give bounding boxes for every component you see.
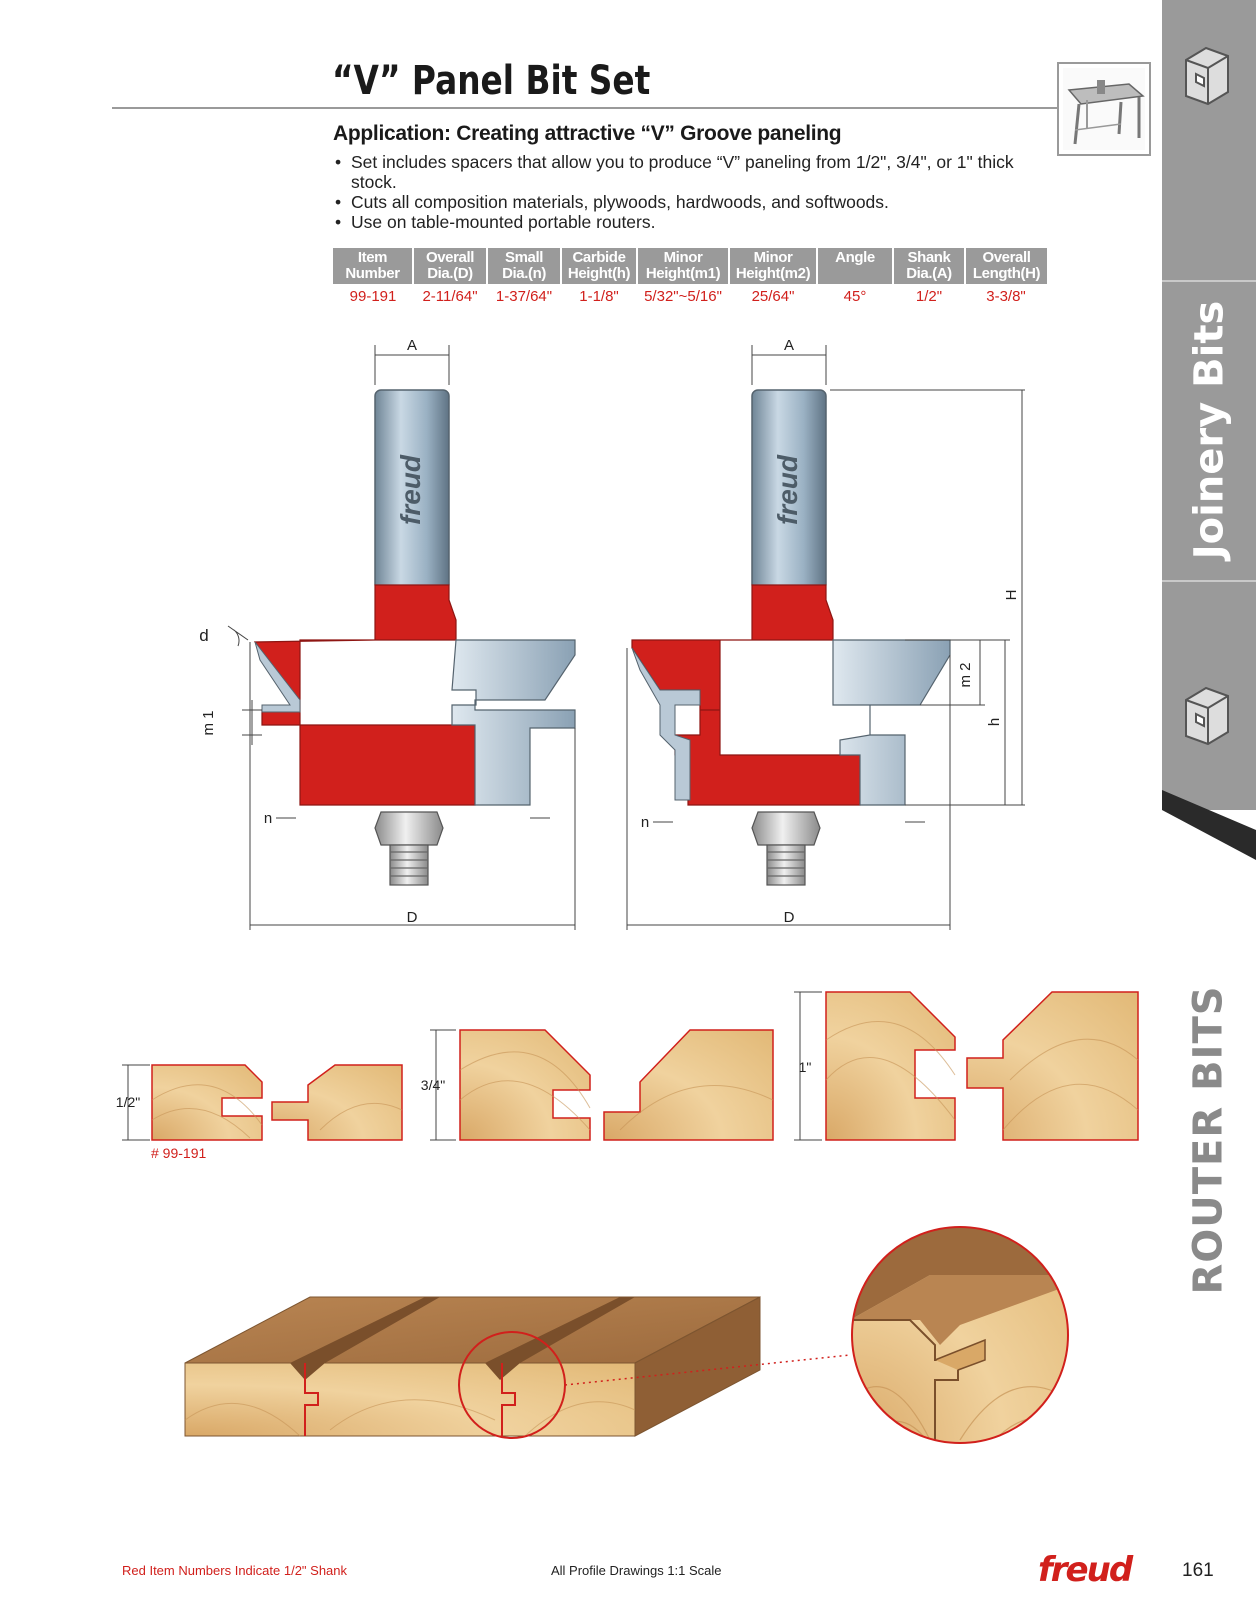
shank-logo: freud bbox=[395, 454, 426, 525]
table-cell: 3-3/8" bbox=[986, 288, 1026, 305]
carbide-cutter bbox=[451, 639, 576, 806]
dimension-label: A bbox=[784, 337, 794, 354]
bearing-nut bbox=[751, 811, 821, 846]
brand-logo: freud bbox=[1038, 1550, 1133, 1590]
dimension-label: m 2 bbox=[957, 662, 974, 687]
list-item: Cuts all composition materials, plywoods… bbox=[333, 192, 1053, 212]
table-cell: 5/32"~5/16" bbox=[644, 288, 722, 305]
bearing-nut bbox=[374, 811, 444, 846]
sidebar-section-label: Joinery Bits bbox=[1186, 300, 1233, 560]
router-bit-drawing: freud A D n H h m 2 bbox=[626, 337, 1025, 930]
shank-note: Red Item Numbers Indicate 1/2" Shank bbox=[122, 1563, 348, 1578]
dimension-label: h bbox=[986, 718, 1003, 726]
arbor-thread bbox=[766, 844, 806, 886]
dimension-label: D bbox=[784, 909, 795, 926]
table-cell: 1-37/64" bbox=[495, 288, 553, 305]
profile-three-quarter-inch: 3/4" bbox=[421, 1029, 774, 1141]
joint-detail bbox=[852, 1227, 1068, 1443]
dimension-label: n bbox=[264, 810, 272, 827]
profile-one-inch: 1" bbox=[794, 991, 1139, 1141]
column-header: Angle bbox=[817, 248, 894, 284]
router-table-thumbnail bbox=[1057, 62, 1151, 156]
page-number: 161 bbox=[1182, 1560, 1214, 1581]
dimension-label: d bbox=[199, 626, 208, 645]
item-number-label: # 99-191 bbox=[151, 1145, 206, 1161]
sidebar-category-label: ROUTER BITS bbox=[1186, 985, 1232, 1295]
profile-drawings: 1/2" # 99-191 3/4" 1" bbox=[116, 991, 1139, 1161]
list-item: Use on table-mounted portable routers. bbox=[333, 212, 1053, 232]
table-cell: 99-191 bbox=[349, 288, 397, 305]
sidebar-divider bbox=[1162, 580, 1256, 582]
thickness-label: 3/4" bbox=[421, 1077, 445, 1093]
dimension-label: A bbox=[407, 337, 417, 354]
title-rule bbox=[112, 107, 1057, 109]
sidebar: Joinery Bits ROUTER BITS bbox=[1162, 0, 1256, 1612]
table-cell: 1/2" bbox=[915, 288, 943, 305]
panel-assembly-illustration bbox=[184, 1226, 1069, 1444]
router-bit-drawing: freud A D n d m 1 bbox=[199, 337, 576, 930]
table-cell: 2-11/64" bbox=[422, 288, 478, 305]
thickness-label: 1" bbox=[799, 1059, 812, 1075]
carbide-cutter bbox=[832, 639, 951, 806]
detail-magnifier-circle bbox=[851, 1226, 1069, 1444]
table-row: 99-191 2-11/64" 1-37/64" 1-1/8" 5/32"~5/… bbox=[333, 284, 1047, 305]
dimension-label: D bbox=[407, 909, 418, 926]
list-item: Set includes spacers that allow you to p… bbox=[333, 152, 1053, 192]
dimension-label: H bbox=[1003, 590, 1020, 601]
table-cell: 1-1/8" bbox=[579, 288, 619, 305]
profile-half-inch: 1/2" # 99-191 bbox=[116, 1064, 403, 1161]
page-title: “V” Panel Bit Set bbox=[332, 58, 651, 104]
joint-icon bbox=[1185, 686, 1229, 746]
scale-note: All Profile Drawings 1:1 Scale bbox=[551, 1563, 722, 1578]
table-cell: 25/64" bbox=[751, 288, 795, 305]
sidebar-wedge bbox=[1162, 790, 1256, 860]
arbor-thread bbox=[389, 844, 429, 886]
table-cell: 45° bbox=[843, 288, 867, 305]
feature-list: Set includes spacers that allow you to p… bbox=[333, 152, 1053, 232]
sidebar-tab-panel bbox=[1162, 0, 1256, 810]
joint-icon bbox=[1185, 46, 1229, 106]
dimension-label: n bbox=[641, 814, 649, 831]
technical-drawings: freud A D n d m 1 freud bbox=[116, 337, 1139, 1444]
application-heading: Application: Creating attractive “V” Gro… bbox=[333, 122, 842, 145]
shank-logo: freud bbox=[772, 454, 803, 525]
dimension-label: m 1 bbox=[200, 710, 217, 735]
thickness-label: 1/2" bbox=[116, 1094, 140, 1110]
sidebar-divider bbox=[1162, 280, 1256, 282]
